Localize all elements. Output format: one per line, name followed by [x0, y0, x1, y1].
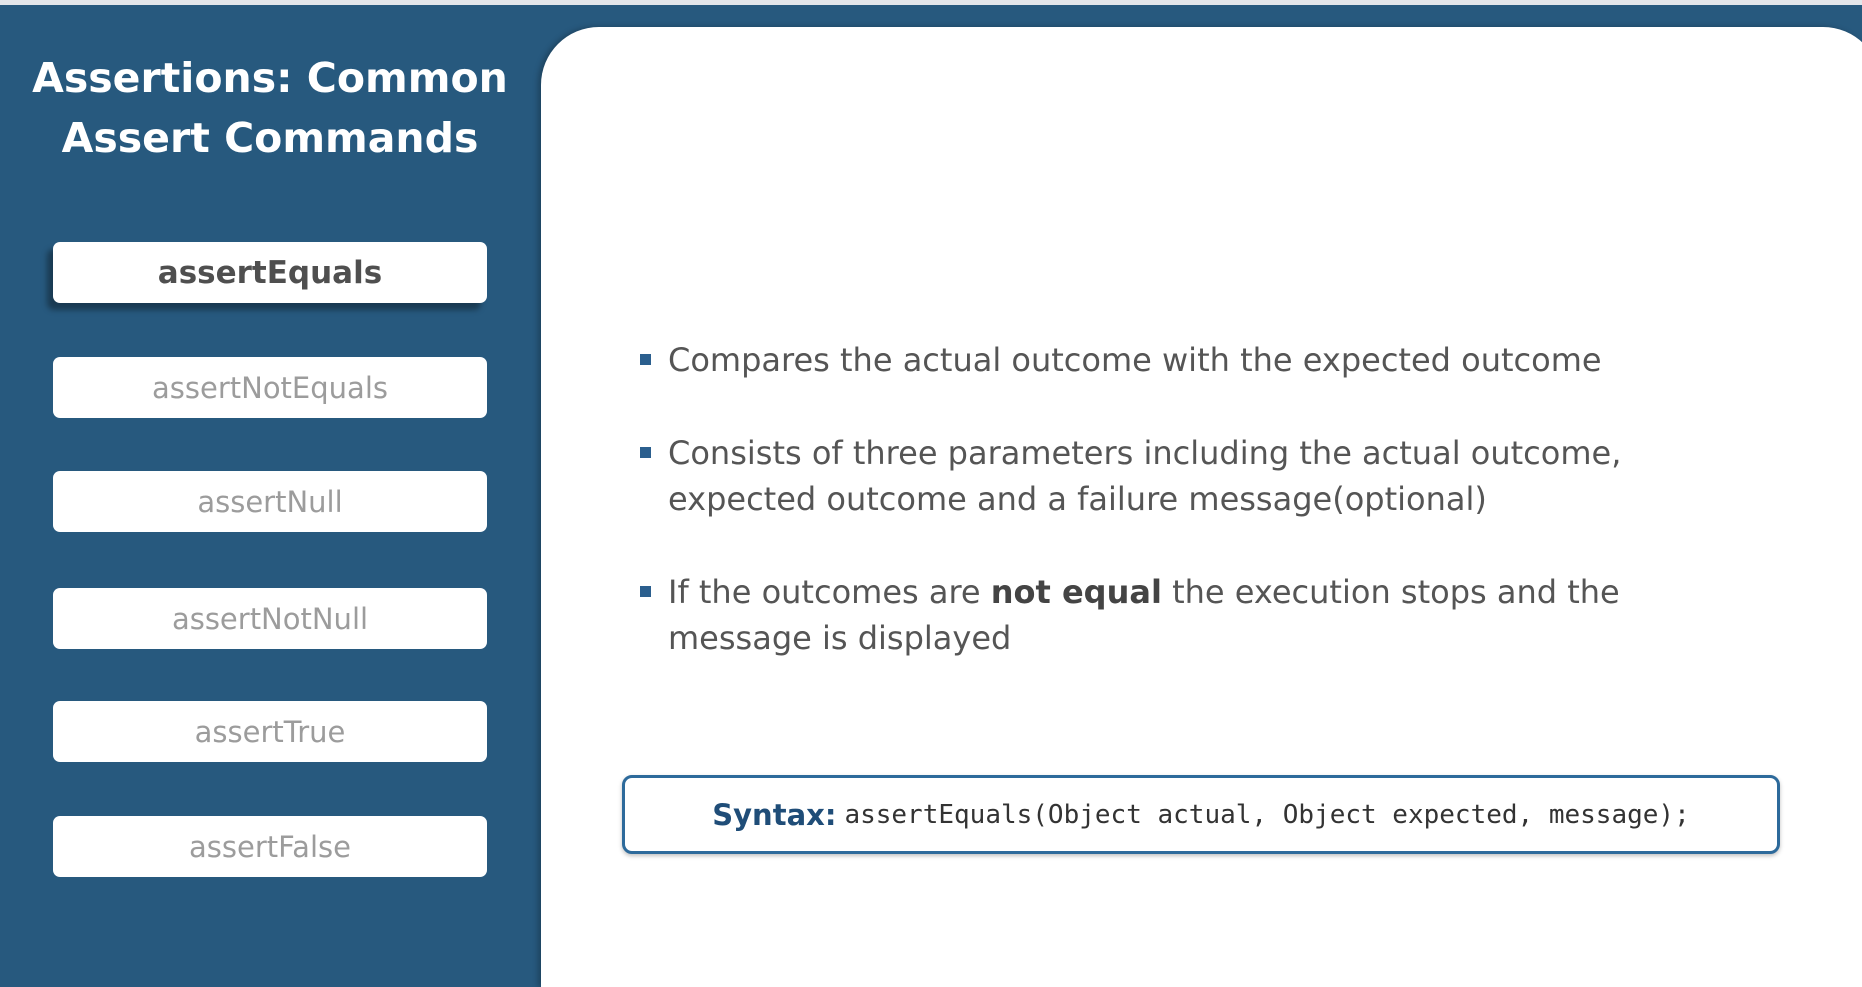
- slide-title: Assertions: Common Assert Commands: [30, 48, 510, 168]
- bullet-text-line-1: If the outcomes are not equal the execut…: [668, 569, 1638, 615]
- bullet-text-line-2: expected outcome and a failure message(o…: [668, 480, 1487, 518]
- bullet-text-post: the execution stops and the: [1161, 573, 1620, 611]
- nav-button-asserttrue[interactable]: assertTrue: [53, 701, 487, 762]
- nav-button-assertnotnull[interactable]: assertNotNull: [53, 588, 487, 649]
- bullet-text-line-2: message is displayed: [668, 619, 1012, 657]
- nav-button-assertnotequals[interactable]: assertNotEquals: [53, 357, 487, 418]
- bullet-text: Compares the actual outcome with the exp…: [668, 341, 1602, 379]
- syntax-box: Syntax: assertEquals(Object actual, Obje…: [622, 775, 1780, 854]
- nav-button-assertfalse[interactable]: assertFalse: [53, 816, 487, 877]
- title-line-2: Assert Commands: [61, 114, 479, 162]
- top-strip: [0, 0, 1862, 5]
- bullet-text-pre: If the outcomes are: [668, 573, 991, 611]
- bullet-item: If the outcomes are not equal the execut…: [638, 569, 1638, 661]
- syntax-label: Syntax:: [712, 797, 837, 832]
- nav-button-assertnull[interactable]: assertNull: [53, 471, 487, 532]
- syntax-code: assertEquals(Object actual, Object expec…: [844, 799, 1690, 830]
- bullet-item: Compares the actual outcome with the exp…: [638, 337, 1638, 383]
- square-bullet-icon: [640, 586, 651, 597]
- bullet-text-line-1: Consists of three parameters including t…: [668, 434, 1622, 472]
- nav-button-assertequals[interactable]: assertEquals: [53, 242, 487, 303]
- square-bullet-icon: [640, 447, 651, 458]
- bullet-item: Consists of three parameters including t…: [638, 430, 1638, 522]
- square-bullet-icon: [640, 354, 651, 365]
- title-line-1: Assertions: Common: [32, 54, 508, 102]
- bullet-list: Compares the actual outcome with the exp…: [638, 337, 1638, 708]
- bullet-text-bold: not equal: [990, 573, 1162, 611]
